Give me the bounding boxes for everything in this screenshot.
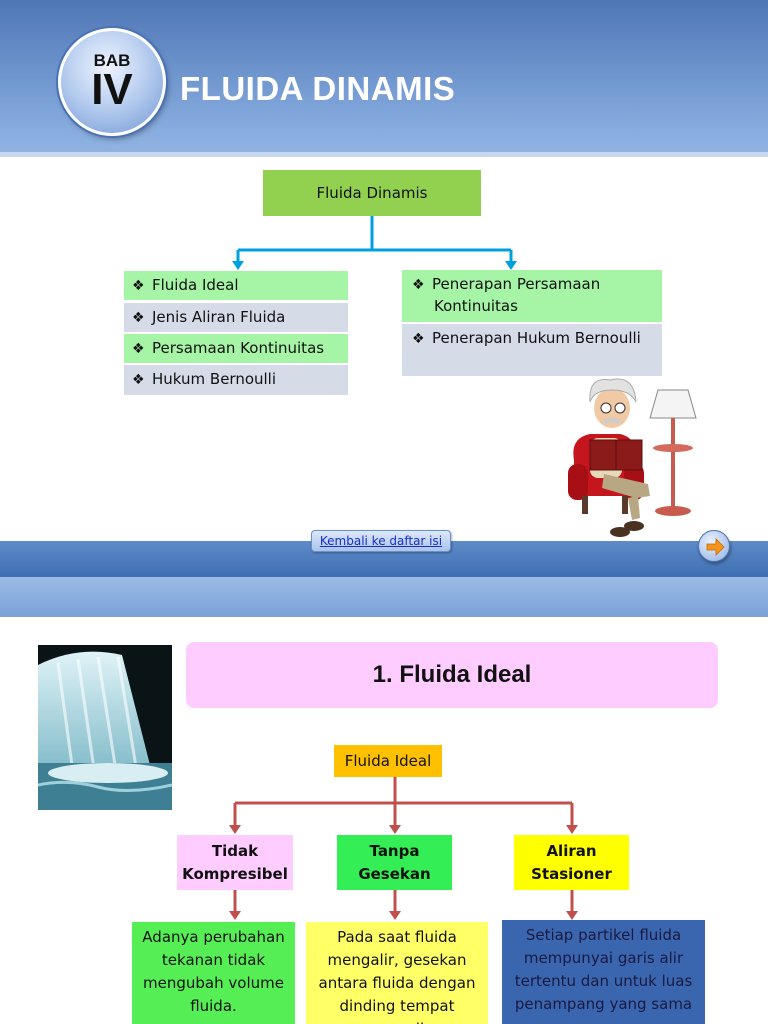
bullet-icon: ❖: [132, 310, 145, 326]
root-box-fluida-dinamis: Fluida Dinamis: [263, 170, 481, 216]
category-tidak-kompresibel: Tidak Kompresibel: [177, 835, 293, 890]
next-slide-button[interactable]: [698, 530, 730, 562]
arrow-right-icon: [706, 538, 725, 556]
list-item-jenis-aliran[interactable]: ❖Jenis Aliran Fluida: [124, 303, 348, 332]
bullet-icon: ❖: [132, 341, 145, 357]
slide2-title: 1. Fluida Ideal: [186, 642, 718, 708]
category-aliran-stasioner: Aliran Stasioner: [514, 835, 629, 890]
list-item-penerapan-bernoulli[interactable]: ❖Penerapan Hukum Bernoulli: [402, 324, 662, 376]
bullet-icon: ❖: [412, 277, 425, 293]
bullet-icon: ❖: [412, 331, 425, 347]
slide1-footer-strip: [0, 577, 768, 617]
chapter-badge: BAB IV: [58, 28, 166, 136]
list-item-fluida-ideal[interactable]: ❖Fluida Ideal: [124, 271, 348, 300]
reading-professor-illustration: [568, 378, 697, 537]
slide1-connectors: [232, 216, 517, 270]
list-item-persamaan-kontinuitas[interactable]: ❖Persamaan Kontinuitas: [124, 334, 348, 363]
list-item-hukum-bernoulli[interactable]: ❖Hukum Bernoulli: [124, 365, 348, 395]
root-box-fluida-ideal: Fluida Ideal: [334, 745, 442, 777]
bullet-icon: ❖: [132, 372, 145, 388]
slide2-connectors: [229, 776, 578, 920]
category-tanpa-gesekan: Tanpa Gesekan: [337, 835, 452, 890]
back-to-contents-link[interactable]: Kembali ke daftar isi: [311, 530, 451, 552]
description-tanpa-gesekan: Pada saat fluida mengalir, gesekan antar…: [306, 922, 488, 1024]
bullet-icon: ❖: [132, 278, 145, 294]
badge-label: BAB: [93, 51, 131, 70]
badge-numeral: IV: [91, 65, 133, 114]
slide1-title: FLUIDA DINAMIS: [180, 70, 456, 107]
list-item-penerapan-kontinuitas[interactable]: ❖Penerapan Persamaan Kontinuitas: [402, 270, 662, 322]
description-tidak-kompresibel: Adanya perubahan tekanan tidak mengubah …: [132, 922, 295, 1024]
description-aliran-stasioner: Setiap partikel fluida mempunyai garis a…: [502, 920, 705, 1024]
waterfall-image: [38, 645, 172, 810]
